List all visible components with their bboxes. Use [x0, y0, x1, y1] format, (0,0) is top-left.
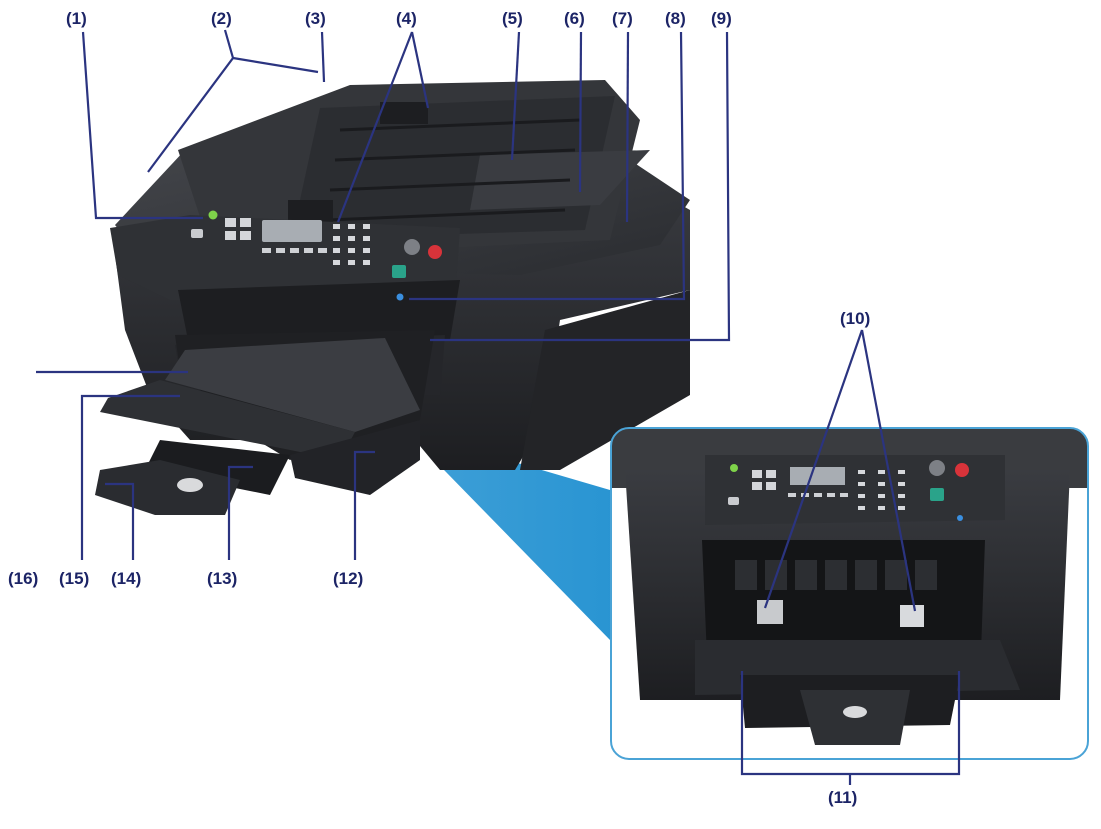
- callout-label-3: (3): [305, 9, 326, 28]
- callout-labels: (1) (2) (3) (4) (5) (6) (7) (8) (9) (10)…: [8, 9, 870, 807]
- paper-output-support: [95, 460, 240, 515]
- callout-label-14: (14): [111, 569, 141, 588]
- callout-label-6: (6): [564, 9, 585, 28]
- on-lamp: [208, 210, 218, 220]
- printer-illustration: [95, 80, 690, 515]
- inset-lcd-screen: [790, 467, 845, 485]
- paper-output-support-notch: [177, 478, 203, 492]
- leader-13: [227, 465, 253, 560]
- callout-label-9: (9): [711, 9, 732, 28]
- leader-4b: [410, 31, 430, 109]
- leader-12: [353, 450, 375, 560]
- callout-label-5: (5): [502, 9, 523, 28]
- callout-label-11: (11): [828, 788, 857, 807]
- leader-lines: [36, 29, 961, 785]
- printer-side-panel: [520, 290, 690, 470]
- wifi-button: [404, 239, 420, 255]
- leader-1: [81, 31, 203, 220]
- callout-label-1: (1): [66, 9, 87, 28]
- function-buttons: [262, 248, 327, 253]
- callout-label-2: (2): [211, 9, 232, 28]
- inset-view: [610, 427, 1089, 760]
- on-button: [191, 229, 203, 238]
- leader-5: [510, 31, 521, 161]
- callout-label-13: (13): [207, 569, 237, 588]
- inset-paper-slots: [735, 560, 937, 590]
- callout-label-15: (15): [59, 569, 89, 588]
- leader-4a: [336, 31, 414, 223]
- callout-label-12: (12): [333, 569, 363, 588]
- leader-10b: [860, 329, 917, 612]
- status-lamp: [396, 293, 404, 301]
- inset-operation-panel: [705, 455, 1005, 525]
- leader-7: [625, 31, 630, 223]
- leader-6: [578, 31, 583, 193]
- document-guide-right: [380, 102, 428, 124]
- stop-button: [428, 245, 442, 259]
- tray-ribs: [327, 118, 581, 222]
- inset-arrow-buttons: [752, 470, 776, 490]
- callout-label-16: (16): [8, 569, 38, 588]
- output-tray-extension: [145, 440, 290, 495]
- inset-wifi-button: [929, 460, 945, 476]
- callout-label-7: (7): [612, 9, 633, 28]
- inset-tray-notch: [843, 706, 867, 718]
- inset-paper-guide-left: [757, 600, 783, 624]
- numeric-keypad: [333, 224, 370, 265]
- inset-border: [610, 427, 1089, 760]
- zoom-beam: [405, 430, 610, 640]
- leader-8: [409, 31, 686, 301]
- callout-label-10: (10): [840, 309, 870, 328]
- inset-start-button: [930, 488, 944, 501]
- arrow-buttons: [225, 218, 251, 240]
- paper-support: [165, 338, 420, 432]
- leader-15: [80, 394, 180, 560]
- inset-on-lamp: [730, 464, 738, 472]
- start-button: [392, 265, 406, 278]
- lcd-screen: [262, 220, 322, 242]
- leader-9: [430, 31, 731, 342]
- leader-2b: [232, 56, 319, 74]
- callout-label-8: (8): [665, 9, 686, 28]
- leader-3: [320, 31, 326, 83]
- inset-stop-button: [955, 463, 969, 477]
- inset-numeric-keypad: [858, 470, 905, 510]
- inset-status-lamp: [957, 515, 963, 521]
- inset-on-button: [728, 497, 739, 505]
- inset-paper-guide-right: [900, 605, 924, 627]
- front-tray: [100, 380, 355, 460]
- leader-14: [105, 482, 135, 560]
- callout-label-4: (4): [396, 9, 417, 28]
- leader-10a: [763, 329, 864, 609]
